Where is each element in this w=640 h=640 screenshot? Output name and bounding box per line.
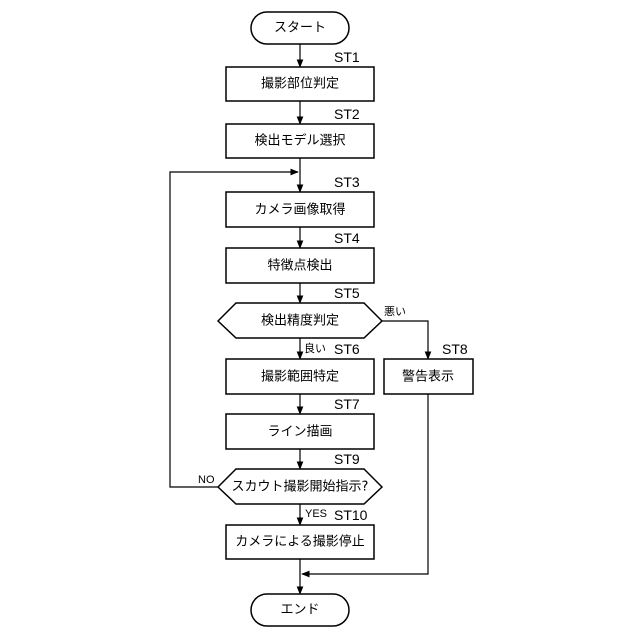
st2-step: ST2 <box>334 106 360 122</box>
st5-label: 検出精度判定 <box>261 313 339 329</box>
st6-step: ST6 <box>334 341 360 357</box>
st10-step: ST10 <box>334 507 368 523</box>
st9-step: ST9 <box>334 451 360 467</box>
st8-step: ST8 <box>442 341 468 357</box>
st1-node: 撮影部位判定 <box>226 67 374 101</box>
arrow-st5-st8 <box>382 321 428 359</box>
st7-step: ST7 <box>334 396 360 412</box>
condition-no: NO <box>198 474 215 486</box>
st6-label: 撮影範囲特定 <box>261 369 339 385</box>
condition-bad: 悪い <box>384 305 406 318</box>
st9-label: スカウト撮影開始指示? <box>232 479 369 495</box>
start-node: スタート <box>251 12 349 44</box>
st5-node: 検出精度判定 <box>218 303 382 338</box>
st4-node: 特徴点検出 <box>226 248 374 283</box>
st10-node: カメラによる撮影停止 <box>226 525 374 559</box>
st9-node: スカウト撮影開始指示? <box>218 469 382 504</box>
st8-node: 警告表示 <box>384 359 473 394</box>
st2-label: 検出モデル選択 <box>254 133 345 149</box>
end-label: エンド <box>280 603 319 618</box>
condition-yes: YES <box>305 508 327 520</box>
st3-node: カメラ画像取得 <box>226 192 374 227</box>
start-label: スタート <box>274 21 326 36</box>
st10-label: カメラによる撮影停止 <box>235 534 365 550</box>
st8-label: 警告表示 <box>402 369 454 385</box>
st5-step: ST5 <box>334 285 360 301</box>
condition-good: 良い <box>304 341 326 355</box>
st1-step: ST1 <box>334 49 360 65</box>
st3-step: ST3 <box>334 174 360 190</box>
st7-node: ライン描画 <box>226 414 374 449</box>
st6-node: 撮影範囲特定 <box>226 359 374 394</box>
st4-label: 特徴点検出 <box>267 259 332 274</box>
st3-label: カメラ画像取得 <box>254 202 345 218</box>
st7-label: ライン描画 <box>267 425 332 440</box>
end-node: エンド <box>251 594 349 626</box>
st4-step: ST4 <box>334 230 360 246</box>
st1-label: 撮影部位判定 <box>261 76 339 92</box>
st2-node: 検出モデル選択 <box>226 124 374 158</box>
